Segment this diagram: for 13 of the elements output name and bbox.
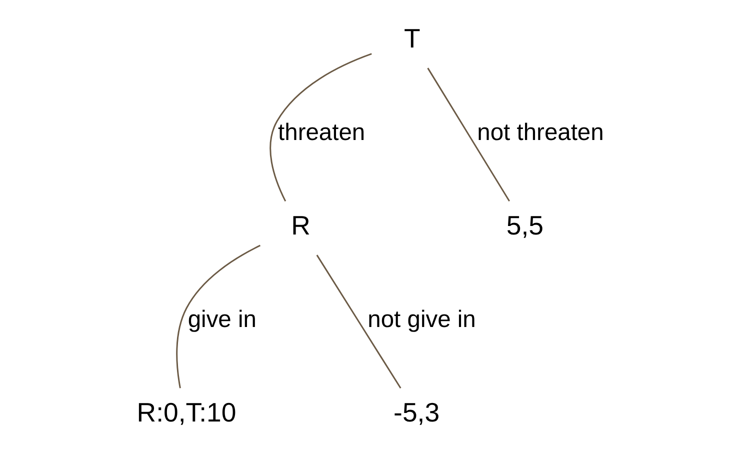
node-text: 5,5	[506, 210, 544, 241]
connector	[427, 68, 510, 202]
node-text: R	[291, 210, 310, 241]
connector	[270, 53, 372, 202]
node-text: R:0,T:10	[136, 398, 236, 428]
connector	[176, 244, 261, 388]
node-text: T	[404, 24, 420, 54]
node-text: -5,3	[394, 398, 440, 428]
edge-label: not threaten	[477, 120, 604, 146]
connector	[316, 254, 402, 389]
edge-label: give in	[188, 307, 256, 334]
edge-label: threaten	[278, 120, 366, 146]
edge-label: not give in	[368, 307, 476, 334]
